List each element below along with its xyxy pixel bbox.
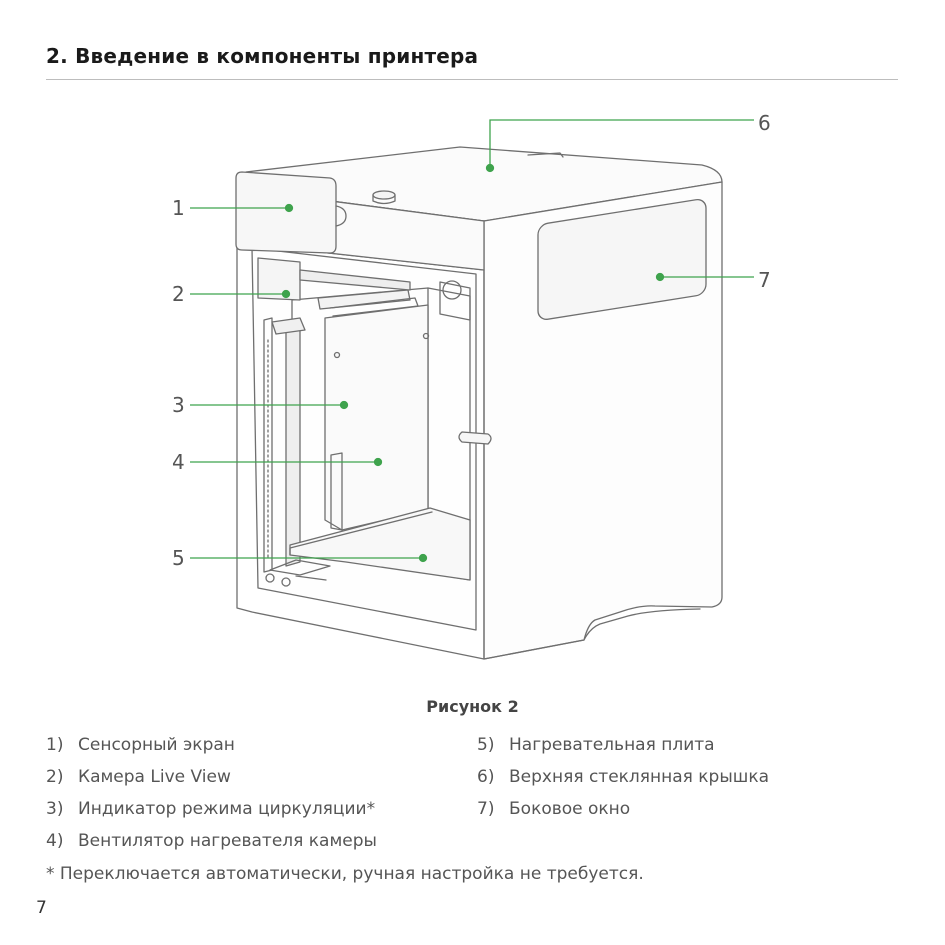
legend-item-4: 4) Вентилятор нагревателя камеры xyxy=(46,831,377,851)
legend-number: 2) xyxy=(46,767,64,787)
callout-number-7: 7 xyxy=(758,268,771,292)
callout-7-dot xyxy=(655,272,665,282)
callout-number-1: 1 xyxy=(172,196,185,220)
callout-4-dot xyxy=(373,457,383,467)
callout-number-6: 6 xyxy=(758,111,771,135)
legend-label: Индикатор режима циркуляции* xyxy=(78,799,376,819)
page-number: 7 xyxy=(36,898,47,918)
legend-label: Сенсорный экран xyxy=(78,735,235,755)
legend-item-3: 3) Индикатор режима циркуляции* xyxy=(46,799,375,819)
callout-3-dot xyxy=(339,400,349,410)
legend-number: 4) xyxy=(46,831,64,851)
callout-number-3: 3 xyxy=(172,393,185,417)
title-divider xyxy=(46,79,898,80)
legend-item-5: 5) Нагревательная плита xyxy=(477,735,715,755)
callout-number-5: 5 xyxy=(172,546,185,570)
printer-illustration xyxy=(190,119,754,660)
fan-panel xyxy=(324,304,429,531)
legend-number: 5) xyxy=(477,735,495,755)
legend-item-7: 7) Боковое окно xyxy=(477,799,630,819)
legend-label: Камера Live View xyxy=(78,767,231,787)
callout-5-dot xyxy=(418,553,428,563)
page-title: 2. Введение в компоненты принтера xyxy=(46,44,479,68)
legend-label: Верхняя стеклянная крышка xyxy=(509,767,770,787)
legend-item-6: 6) Верхняя стеклянная крышка xyxy=(477,767,769,787)
legend-label: Вентилятор нагревателя камеры xyxy=(78,831,377,851)
callout-6-dot xyxy=(485,163,495,173)
legend-label: Нагревательная плита xyxy=(509,735,715,755)
callout-2-dot xyxy=(281,289,291,299)
figure-caption: Рисунок 2 xyxy=(426,697,519,716)
legend-item-1: 1) Сенсорный экран xyxy=(46,735,235,755)
legend-number: 1) xyxy=(46,735,64,755)
touch-screen-shape xyxy=(235,171,337,254)
side-window-shape xyxy=(537,198,707,320)
door-handle xyxy=(458,431,492,445)
callout-1-dot xyxy=(284,203,294,213)
callout-number-4: 4 xyxy=(172,450,185,474)
legend-label: Боковое окно xyxy=(509,799,631,819)
legend-item-2: 2) Камера Live View xyxy=(46,767,231,787)
legend-number: 6) xyxy=(477,767,495,787)
legend-number: 7) xyxy=(477,799,495,819)
legend-number: 3) xyxy=(46,799,64,819)
callout-6-line xyxy=(489,119,754,168)
callout-number-2: 2 xyxy=(172,282,185,306)
footnote: * Переключается автоматически, ручная на… xyxy=(46,864,644,884)
